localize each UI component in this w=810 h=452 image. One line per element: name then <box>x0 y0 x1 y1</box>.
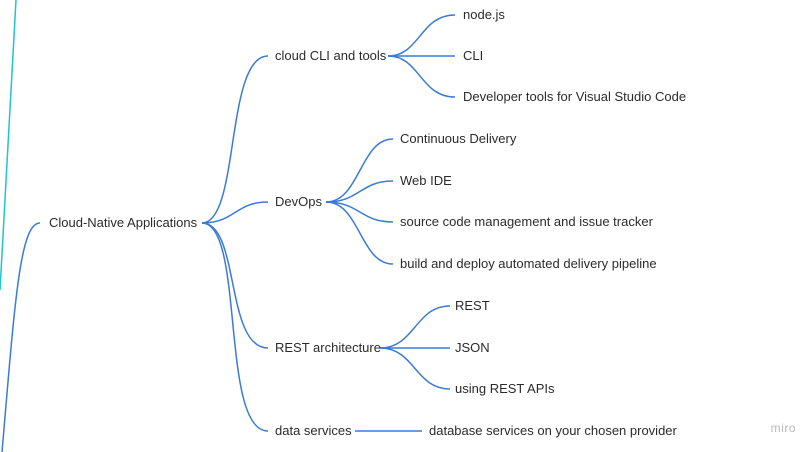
connector-rest-apis <box>379 347 451 390</box>
leaf-node-nodejs[interactable]: node.js <box>463 7 505 22</box>
leaf-node-scm[interactable]: source code management and issue tracker <box>400 214 653 229</box>
branch-node-devops[interactable]: DevOps <box>275 194 322 209</box>
branch-rest-connectors <box>379 305 451 390</box>
frame-edge-line <box>0 0 17 291</box>
branch-node-data-services[interactable]: data services <box>275 423 352 438</box>
leaf-node-web-ide[interactable]: Web IDE <box>400 173 452 188</box>
leaf-node-json[interactable]: JSON <box>455 340 490 355</box>
connector-root-devops <box>201 201 269 224</box>
branch-devops-connectors <box>325 138 394 265</box>
leaf-node-devtools[interactable]: Developer tools for Visual Studio Code <box>463 89 687 104</box>
miro-watermark: miro <box>770 421 796 435</box>
connector-devops-scm <box>325 201 394 223</box>
leaf-node-pipeline[interactable]: build and deploy automated delivery pipe… <box>400 256 657 271</box>
leaf-node-rest-apis[interactable]: using REST APIs <box>455 381 555 396</box>
connector-root-data <box>201 222 269 432</box>
root-connectors <box>201 55 269 432</box>
connector-devops-webide <box>325 180 394 203</box>
leaf-node-rest[interactable]: REST <box>455 298 490 313</box>
incoming-connector <box>1 222 41 452</box>
connector-devops-cd <box>325 138 394 203</box>
connector-rest-rest <box>379 305 451 349</box>
leaf-node-cli[interactable]: CLI <box>463 48 484 63</box>
branch-node-rest-architecture[interactable]: REST architecture <box>275 340 381 355</box>
connector-cloud-cli-nodejs <box>387 14 456 57</box>
branch-node-cloud-cli[interactable]: cloud CLI and tools <box>275 48 387 63</box>
leaf-node-database-services[interactable]: database services on your chosen provide… <box>429 423 677 438</box>
connector-root-rest <box>201 222 269 349</box>
connector-cloud-cli-devtools <box>387 55 456 98</box>
root-node[interactable]: Cloud-Native Applications <box>49 215 198 230</box>
branch-cloud-cli-connectors <box>387 14 456 98</box>
leaf-node-continuous-delivery[interactable]: Continuous Delivery <box>400 131 517 146</box>
connector-root-cloud-cli <box>201 55 269 224</box>
connector-devops-pipeline <box>325 201 394 265</box>
